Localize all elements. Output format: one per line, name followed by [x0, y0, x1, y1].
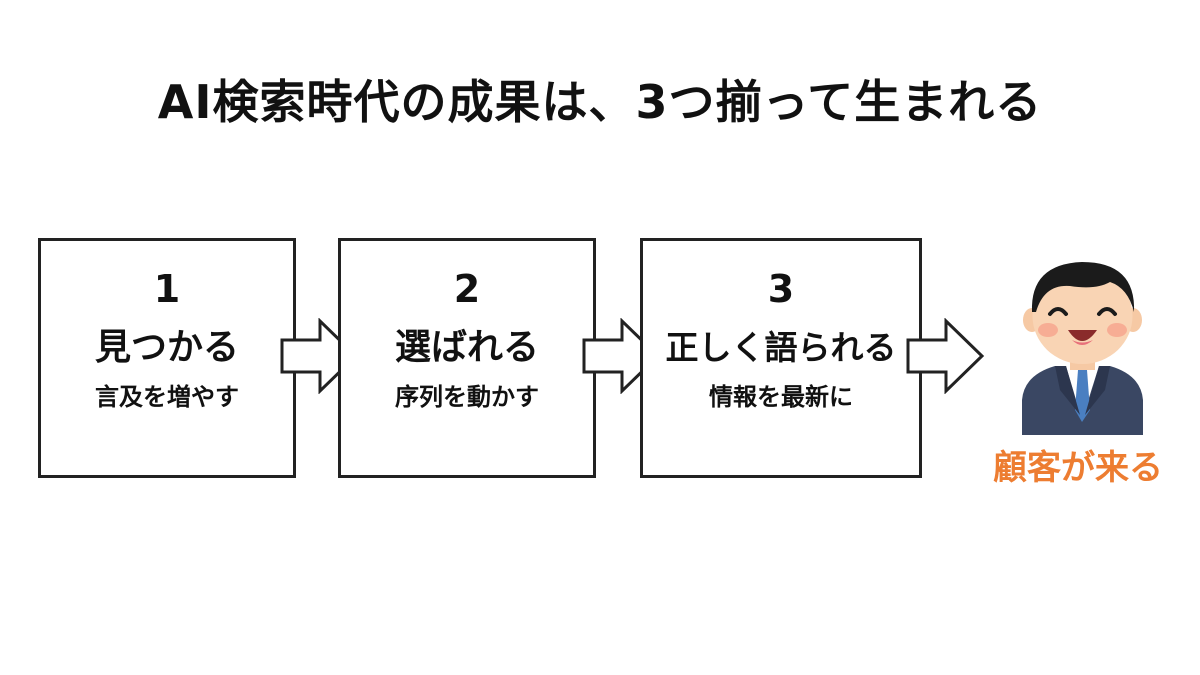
step-action: 情報を最新に [709, 383, 853, 411]
step-box-2: 2 選ばれる 序列を動かす [338, 238, 596, 478]
businessman-icon [1022, 262, 1143, 435]
step-number: 3 [767, 267, 795, 311]
step-number: 2 [453, 267, 481, 311]
result-label: 顧客が来る [993, 448, 1163, 488]
step-action: 言及を増やす [95, 383, 239, 411]
step-box-1: 1 見つかる 言及を増やす [38, 238, 296, 478]
arrow-right-icon [906, 318, 985, 394]
step-box-3: 3 正しく語られる 情報を最新に [640, 238, 922, 478]
step-label: 見つかる [94, 327, 239, 368]
step-action: 序列を動かす [395, 383, 539, 411]
step-number: 1 [153, 267, 181, 311]
step-label: 選ばれる [394, 327, 539, 368]
page-title: AI検索時代の成果は、3つ揃って生まれる [157, 75, 1043, 129]
step-label: 正しく語られる [665, 328, 897, 367]
